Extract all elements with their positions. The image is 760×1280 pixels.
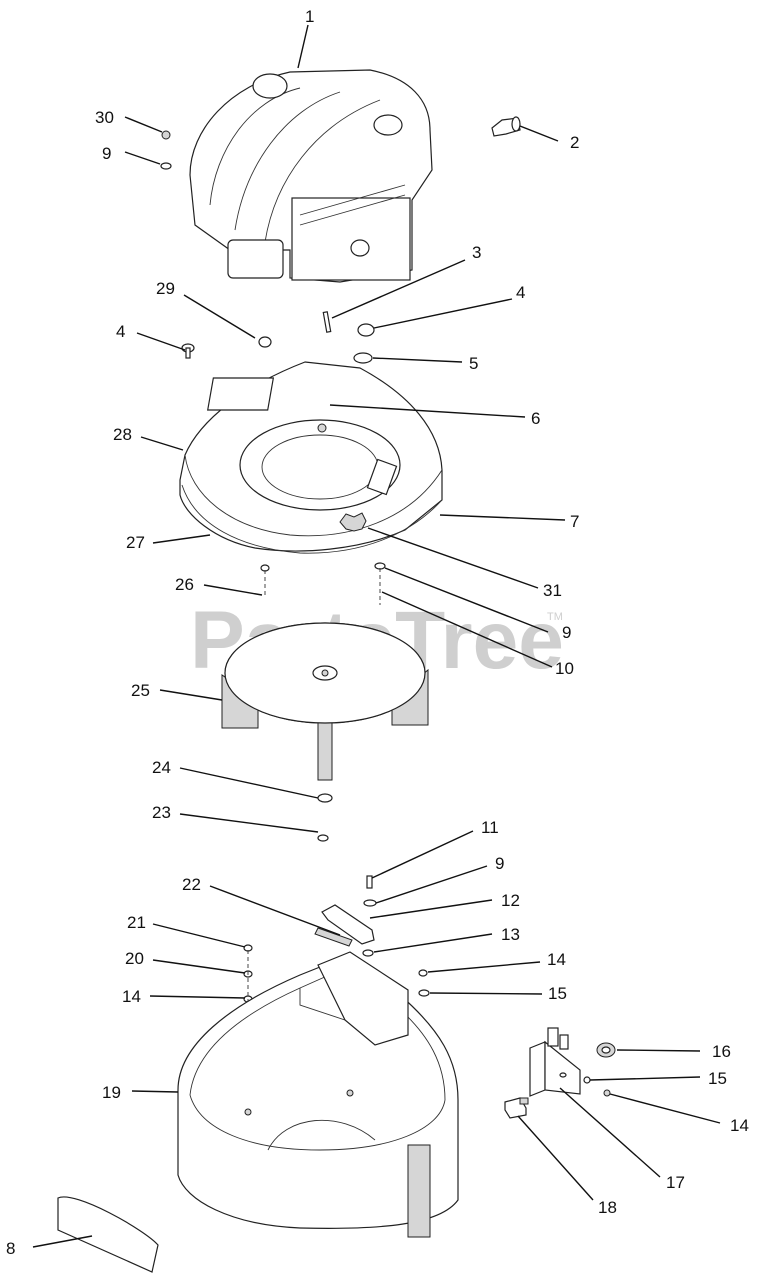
- callout-13: 13: [501, 925, 520, 944]
- callout-1: 1: [305, 7, 314, 26]
- callout-28: 28: [113, 425, 132, 444]
- callout-30: 30: [95, 108, 114, 127]
- part-engine: [189, 69, 433, 283]
- callout-18: 18: [598, 1198, 617, 1217]
- callout-25: 25: [131, 681, 150, 700]
- part-bolt-4-right: [357, 323, 375, 337]
- callout-7: 7: [570, 512, 579, 531]
- part-bracket-17: [529, 1027, 581, 1097]
- callout-20: 20: [125, 949, 144, 968]
- part-bolt-23: [317, 834, 329, 842]
- callout-24: 24: [152, 758, 171, 777]
- callout-21: 21: [127, 913, 146, 932]
- callout-10: 10: [555, 659, 574, 678]
- callout-15-right: 15: [708, 1069, 727, 1088]
- part-washer-24: [317, 793, 333, 803]
- part-switch-18: [504, 1097, 529, 1119]
- callout-14-left: 14: [122, 987, 141, 1006]
- part-lever-hardware: [314, 875, 377, 957]
- callout-9-low: 9: [495, 854, 504, 873]
- part-pins: [260, 562, 386, 605]
- callout-11: 11: [481, 818, 499, 837]
- callout-6: 6: [531, 409, 540, 428]
- callout-9-top: 9: [102, 144, 111, 163]
- part-key: [322, 311, 332, 333]
- callout-5: 5: [469, 354, 478, 373]
- callout-4-left: 4: [116, 322, 125, 341]
- callout-29: 29: [156, 279, 175, 298]
- callout-8: 8: [6, 1239, 15, 1258]
- part-clamp-5: [353, 352, 373, 364]
- part-decal-8: [57, 1196, 159, 1273]
- callout-12: 12: [501, 891, 520, 910]
- callout-3: 3: [472, 243, 481, 262]
- callout-31: 31: [543, 581, 562, 600]
- watermark-tm: TM: [547, 611, 563, 623]
- callout-2: 2: [570, 133, 579, 152]
- leader-lines: [32, 24, 721, 1248]
- callout-19: 19: [102, 1083, 121, 1102]
- part-lower-housing: [177, 951, 459, 1238]
- callout-17: 17: [666, 1173, 685, 1192]
- part-nut-14-bracket: [603, 1089, 611, 1097]
- part-impeller: [221, 622, 429, 781]
- callout-labels: 1 2 3 4 4 5 6 7 8 9 9 9 10 11 12 13 14 1…: [6, 7, 749, 1258]
- callout-4-right: 4: [516, 283, 525, 302]
- part-nut-14-right: [418, 969, 428, 977]
- part-cap-29: [258, 336, 272, 348]
- callout-22: 22: [182, 875, 201, 894]
- part-housing-cover: [179, 361, 443, 554]
- callout-26: 26: [175, 575, 194, 594]
- part-nut-15-bracket: [583, 1076, 591, 1084]
- callout-23: 23: [152, 803, 171, 822]
- part-washer-9-top: [160, 162, 172, 170]
- callout-15-mid: 15: [548, 984, 567, 1003]
- part-nut-16: [596, 1042, 616, 1058]
- callout-14-mid: 14: [547, 950, 566, 969]
- callout-16: 16: [712, 1042, 731, 1061]
- part-nut-15-right: [418, 989, 430, 997]
- part-nut-30: [161, 130, 171, 140]
- callout-14-right: 14: [730, 1116, 749, 1135]
- callout-27: 27: [126, 533, 145, 552]
- part-fitting: [491, 116, 521, 137]
- callout-9-mid: 9: [562, 623, 571, 642]
- part-bolt-4-left: [181, 343, 195, 359]
